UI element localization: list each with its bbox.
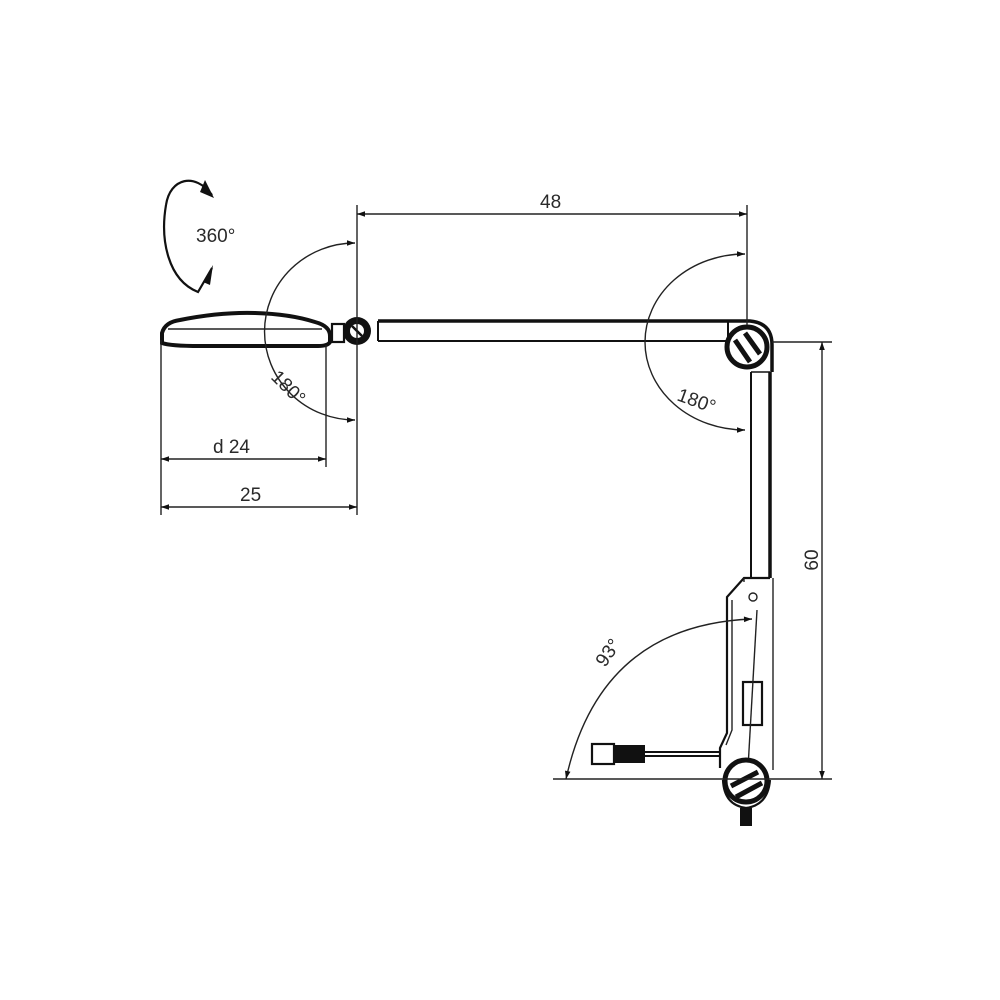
svg-text:d 24: d 24 <box>213 437 250 458</box>
svg-text:180°: 180° <box>674 385 718 418</box>
base-clamp <box>718 576 774 826</box>
dimension-head: d 24 25 <box>160 340 358 515</box>
dimension-arm-length: 48 <box>356 192 748 425</box>
rotation-label: 360° <box>196 226 235 247</box>
dimension-height: 60 <box>553 341 832 780</box>
svg-text:60: 60 <box>802 549 823 570</box>
svg-text:48: 48 <box>540 192 561 213</box>
svg-text:25: 25 <box>240 485 261 506</box>
svg-text:93°: 93° <box>592 635 626 671</box>
lamp-head <box>160 310 346 348</box>
rotation-indicator: 360° <box>163 179 235 294</box>
plug-icon <box>590 742 616 766</box>
vertical-arm <box>750 371 772 578</box>
angle-head-joint: 180° <box>263 240 356 423</box>
horizontal-arm <box>377 319 728 342</box>
rotation-arrow-icon <box>163 179 213 294</box>
elbow-joint <box>724 319 774 372</box>
power-cable <box>590 742 720 766</box>
